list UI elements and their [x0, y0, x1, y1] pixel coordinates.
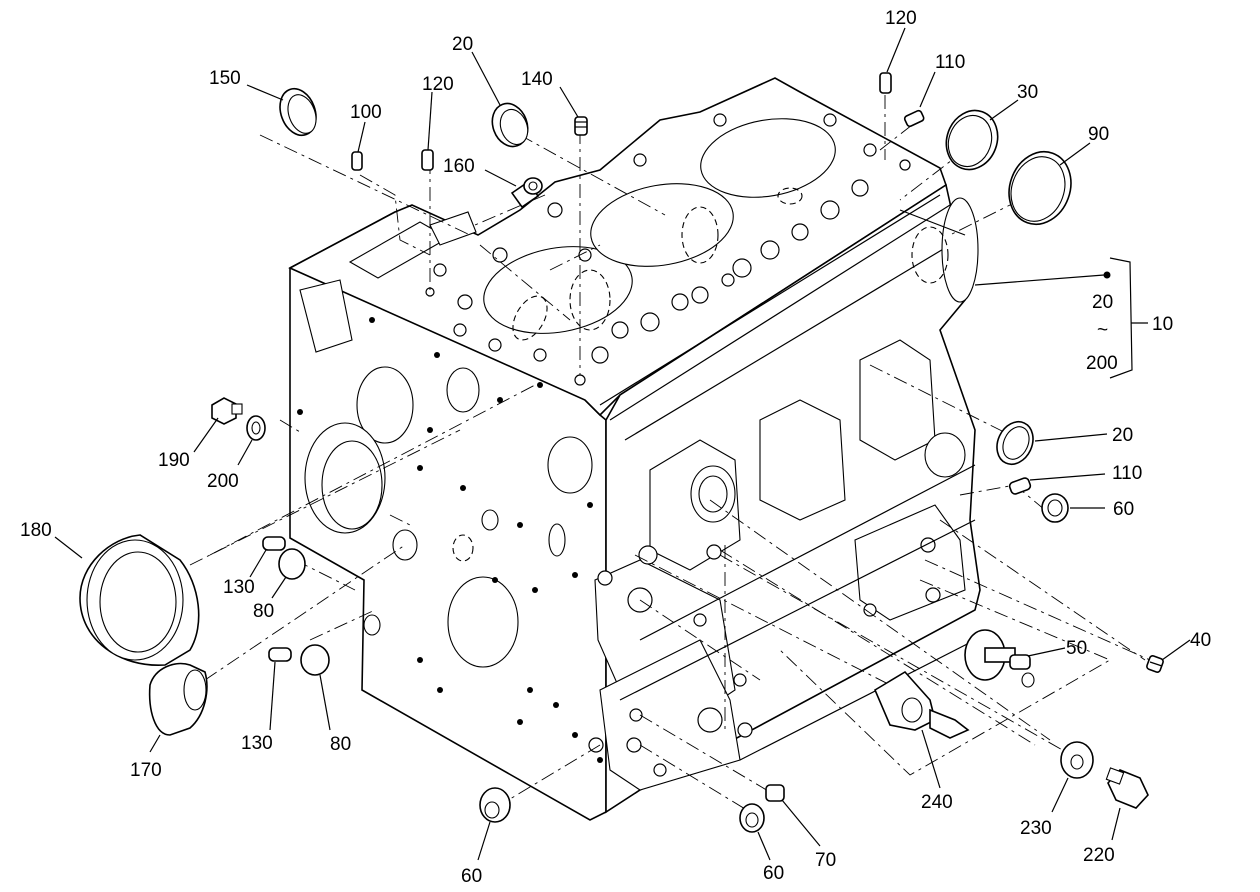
label-110-right: 110 — [1112, 463, 1142, 484]
plug-60-right — [1041, 493, 1069, 523]
plug-70 — [765, 784, 785, 802]
label-10: 10 — [1152, 314, 1173, 335]
label-70: 70 — [815, 850, 836, 871]
label-120-right: 120 — [885, 8, 917, 29]
plug-80-lower — [300, 644, 330, 676]
label-20-range-start: 20 — [1092, 292, 1113, 313]
assembly-centerlines — [189, 95, 1151, 816]
plug-60-bottom-center — [739, 803, 765, 833]
label-20-top: 20 — [452, 34, 473, 55]
plug-20-top — [491, 102, 529, 148]
plug-150 — [279, 87, 317, 137]
bolt-190 — [211, 397, 243, 425]
label-130-upper: 130 — [223, 577, 255, 598]
range-tilde: ~ — [1097, 320, 1108, 341]
label-200: 200 — [207, 471, 239, 492]
label-80-upper: 80 — [253, 601, 274, 622]
label-50: 50 — [1066, 638, 1087, 659]
fitting-160 — [510, 177, 543, 209]
plug-50 — [964, 629, 1035, 688]
plug-80-upper — [278, 548, 306, 580]
washer-230 — [1060, 741, 1094, 779]
label-60-bottom-left: 60 — [461, 866, 482, 887]
label-150: 150 — [209, 68, 241, 89]
label-190: 190 — [158, 450, 190, 471]
deck-holes — [425, 113, 911, 386]
washer-200 — [246, 415, 266, 441]
label-130-lower: 130 — [241, 733, 273, 754]
bolt-220 — [1105, 767, 1149, 809]
bushing-170 — [148, 662, 208, 736]
label-20-right: 20 — [1112, 425, 1133, 446]
label-140: 140 — [521, 69, 553, 90]
plug-140 — [574, 116, 588, 136]
label-60-right: 60 — [1113, 499, 1134, 520]
front-face-openings — [297, 317, 603, 763]
label-90: 90 — [1088, 124, 1109, 145]
plug-40 — [1146, 655, 1164, 673]
label-110-top: 110 — [935, 52, 965, 73]
cover-90 — [1008, 150, 1072, 226]
pin-130-lower — [268, 647, 292, 662]
cylinder-block — [288, 77, 981, 821]
label-160: 160 — [443, 156, 475, 177]
label-200-range-end: 200 — [1086, 353, 1118, 374]
label-170: 170 — [130, 760, 162, 781]
pin-100 — [351, 151, 363, 171]
cover-30 — [945, 109, 999, 171]
crankcase-side — [588, 197, 979, 791]
seal-180 — [79, 534, 200, 666]
label-30: 30 — [1017, 82, 1038, 103]
pin-130-upper — [262, 536, 286, 551]
pin-120-right — [879, 72, 892, 94]
label-240: 240 — [921, 792, 953, 813]
plug-20-right — [996, 421, 1034, 465]
leader-lines — [54, 27, 1191, 861]
pin-120-left — [421, 149, 434, 171]
label-80-lower: 80 — [330, 734, 351, 755]
label-180: 180 — [20, 520, 52, 541]
pin-110-right — [1008, 477, 1032, 495]
plug-60-bottom-left — [479, 787, 511, 823]
label-220: 220 — [1083, 845, 1115, 866]
label-100: 100 — [350, 102, 382, 123]
callout-labels: 150 20 100 120 140 160 120 110 30 90 20 … — [20, 8, 1211, 887]
label-230: 230 — [1020, 818, 1052, 839]
label-120-left: 120 — [422, 74, 454, 95]
label-60-bottom-center: 60 — [763, 863, 784, 884]
sensor-240 — [873, 670, 970, 739]
label-40: 40 — [1190, 630, 1211, 651]
pin-110-top — [903, 109, 925, 128]
